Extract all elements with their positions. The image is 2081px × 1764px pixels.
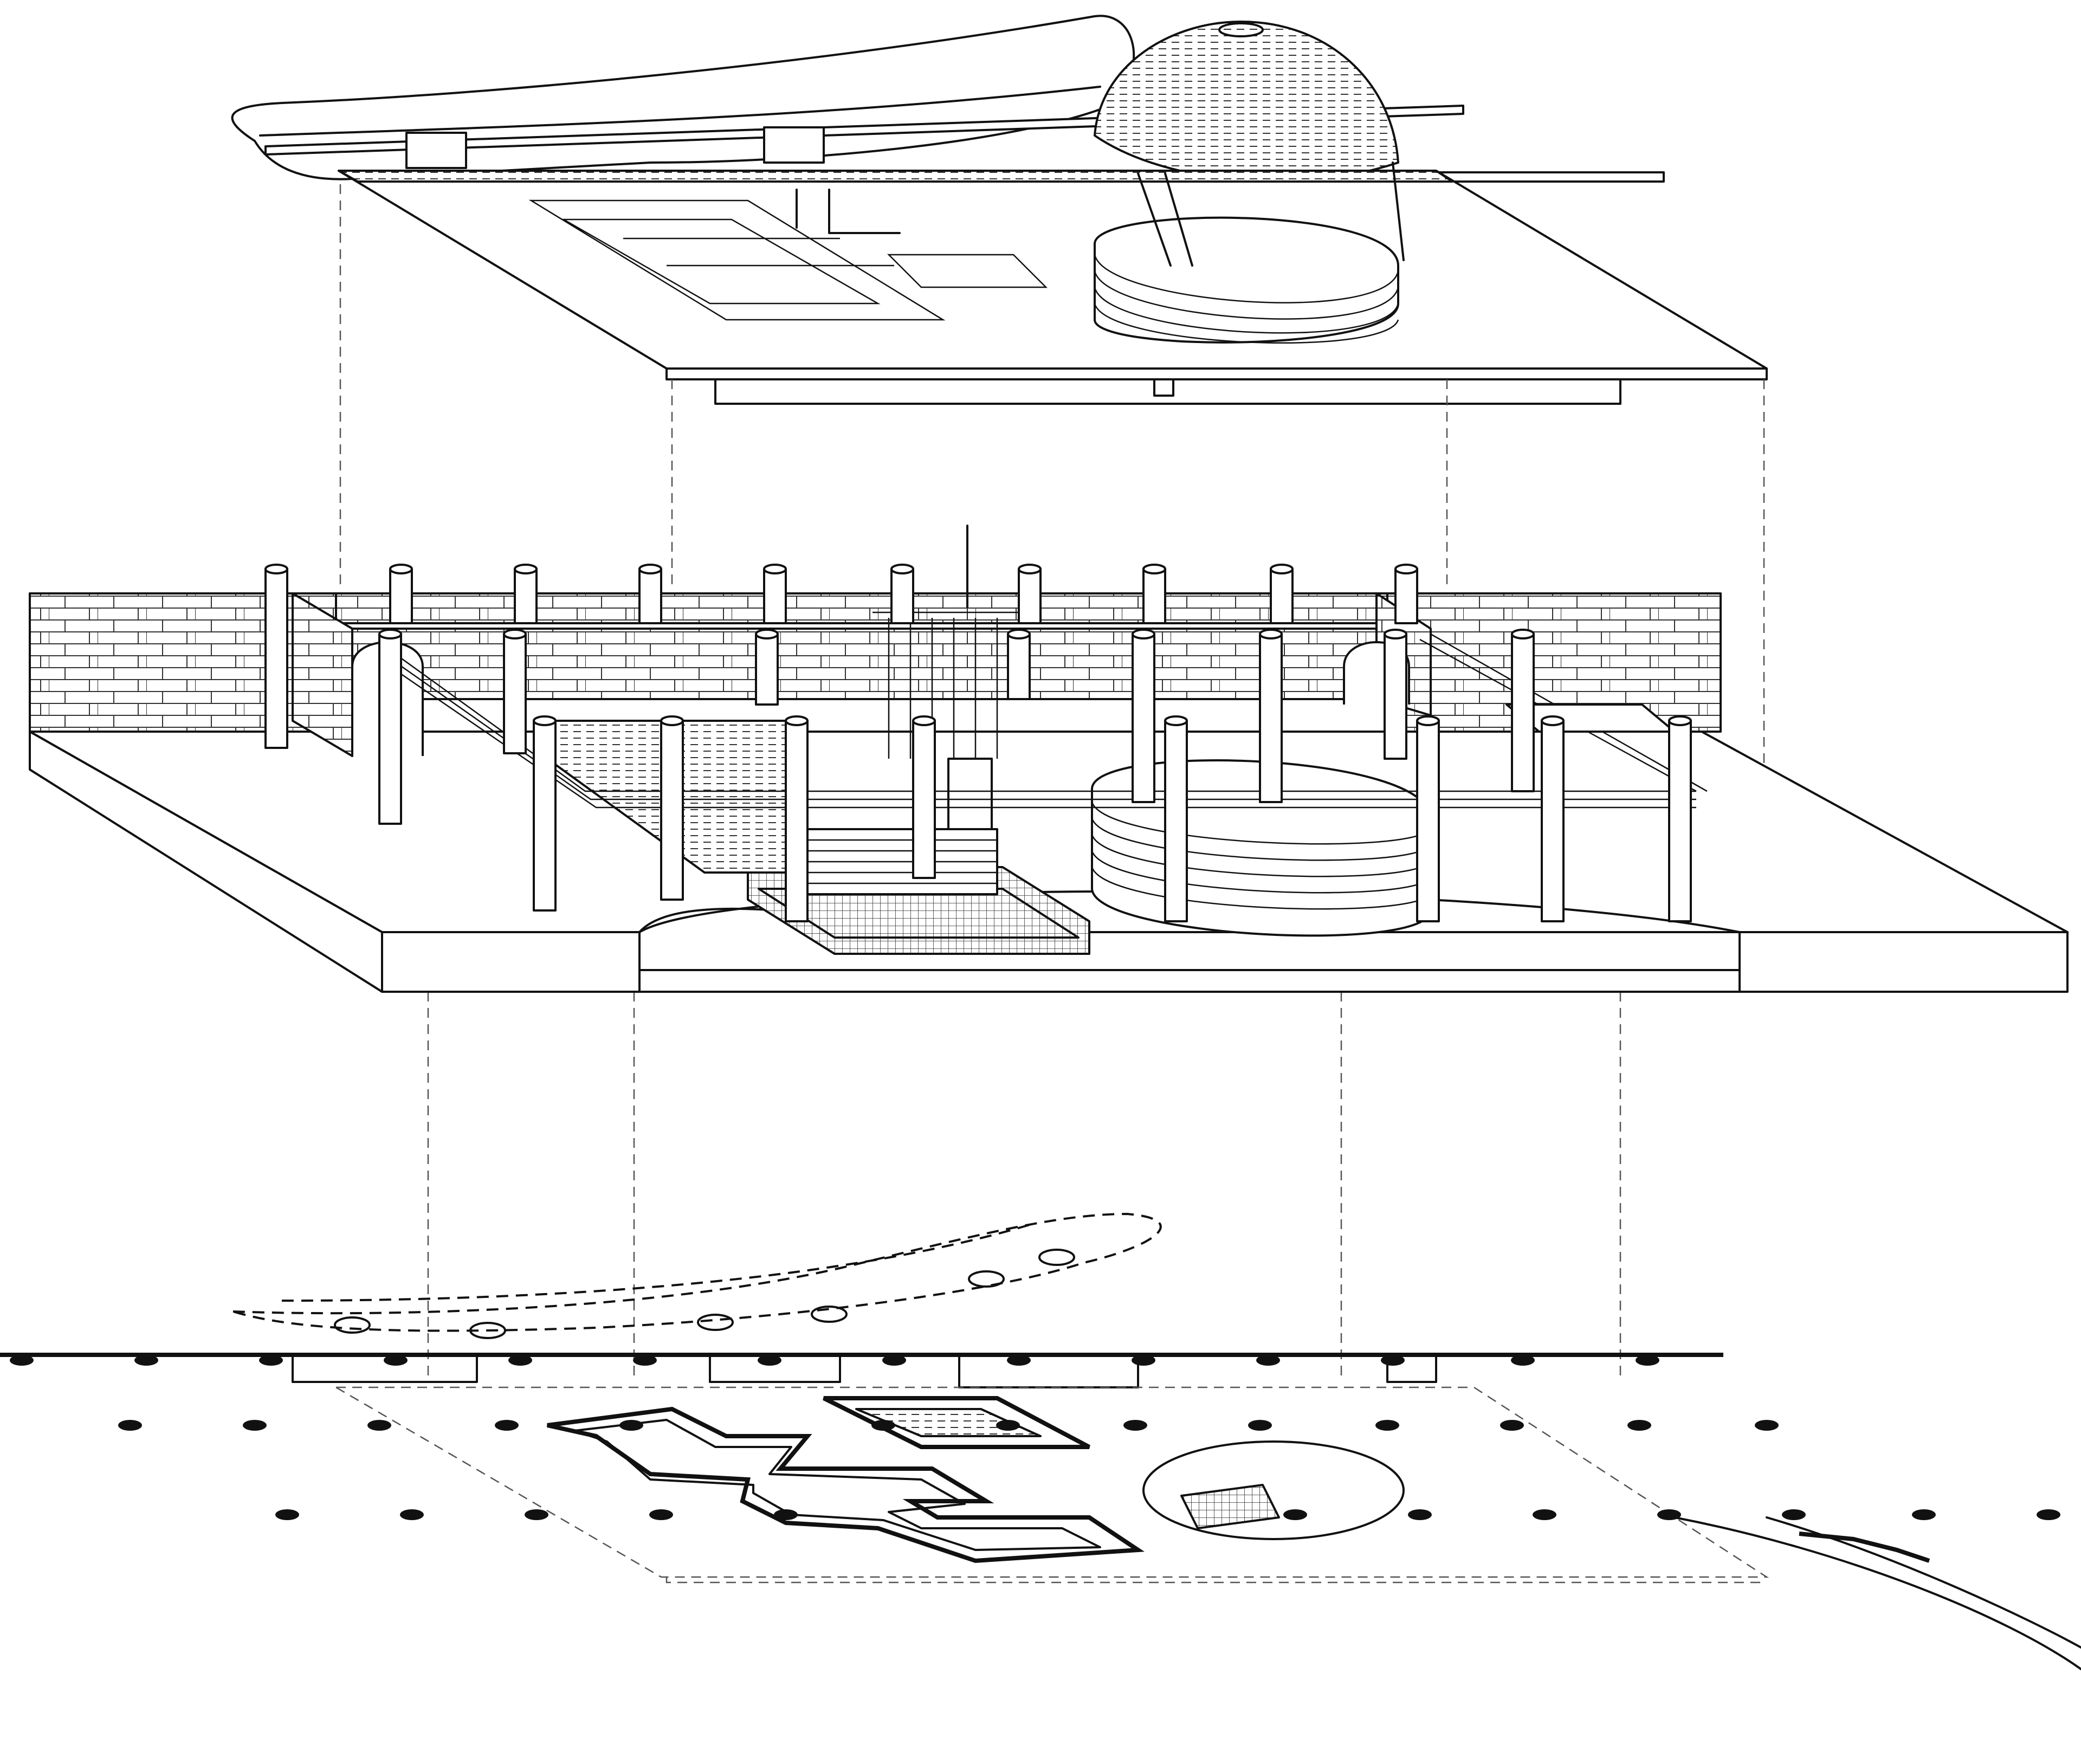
curtain-panels [873, 611, 1019, 759]
roof-drum [1094, 216, 1399, 344]
site-boundary [232, 1212, 1162, 1332]
square-lantern [823, 1396, 1090, 1449]
brick-wall-back [335, 592, 1388, 624]
roof-layer [231, 15, 1768, 405]
roof-slab-edge [665, 367, 1768, 380]
pipe-rails [390, 633, 1708, 809]
structure-footprint [333, 1386, 1769, 1584]
columns-front-row [533, 715, 1692, 922]
structure-layer [29, 525, 2069, 993]
column-dot-grid [10, 1355, 2060, 1520]
elliptical-plan [1142, 1440, 1405, 1540]
roof-interior-frame [528, 199, 946, 321]
cross-shaped-plan [547, 1406, 1145, 1563]
curved-path [1673, 1516, 2081, 1670]
brick-wall-left [29, 592, 337, 733]
roof-dome [1094, 21, 1399, 183]
columns-middle-row [378, 629, 1535, 825]
tree-symbols [334, 1249, 1075, 1339]
columns-back-row [264, 564, 1418, 749]
ground-plan-layer [0, 1212, 2081, 1670]
